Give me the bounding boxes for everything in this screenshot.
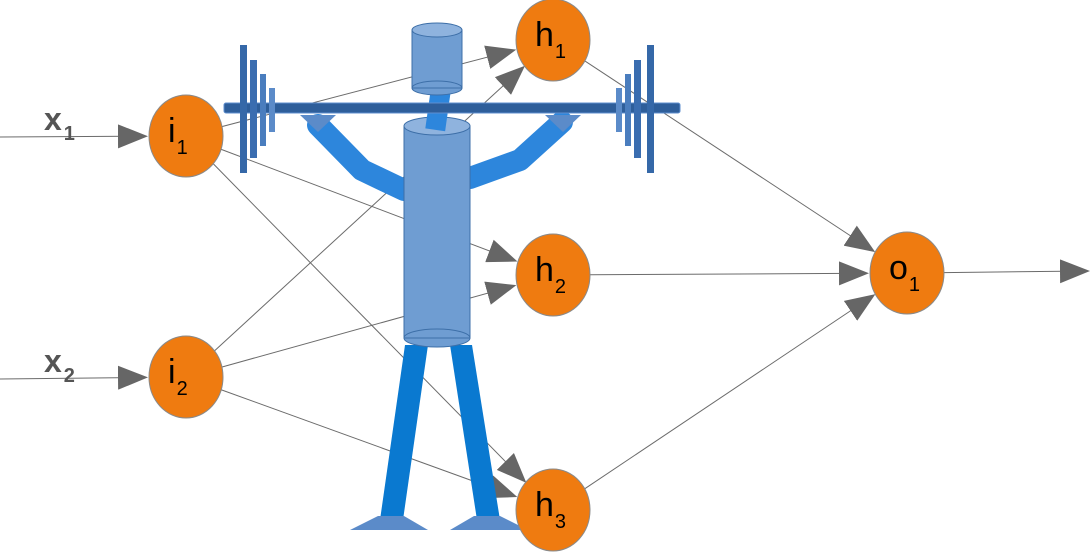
node-i2: i2 [148,335,224,419]
node-circle [869,231,945,315]
left-arm [307,114,415,201]
edge-x2-i2 [0,365,149,390]
barbell-plate [269,88,275,132]
barbell-plate [250,60,257,158]
node-h2: h2 [515,233,591,317]
right-hand [545,115,581,132]
node-label-h3: h3 [535,486,566,533]
node-label-i2: i2 [168,353,188,400]
node-circle [515,233,591,317]
weightlifter-figure [223,22,681,530]
left-leg [380,345,428,520]
edge-i2-h3 [220,389,518,499]
barbell [223,45,681,173]
barbell-plate [240,45,247,173]
node-circle [515,468,591,552]
node-h1: h1 [515,0,591,82]
node-label-h2: h2 [535,251,566,298]
edge-h3-o1 [583,294,876,490]
node-label-h1: h1 [535,16,566,63]
left-hand [300,115,336,132]
edge-h2-o1 [589,261,870,286]
edge-o1-output [943,259,1090,284]
barbell-bar [223,102,681,114]
node-h3: h3 [515,468,591,552]
barbell-plate [616,88,622,132]
node-circle [148,94,224,178]
node-circle [148,335,224,419]
barbell-plate [260,74,266,146]
node-circle [515,0,591,82]
nodes-layer: i1 i2 h1 h2 h3 o1 [148,0,945,552]
torso [403,116,471,348]
right-arm [459,111,573,189]
right-leg [450,345,500,520]
node-i1: i1 [148,94,224,178]
barbell-plate [647,45,654,173]
edge-i2-h1 [212,65,526,353]
node-label-o1: o1 [889,249,920,296]
left-foot [350,516,428,530]
right-foot [450,516,528,530]
head [411,22,463,96]
node-label-i1: i1 [168,112,188,159]
barbell-plate [625,74,631,146]
edge-x1-i1 [0,124,149,149]
edge-h1-o1 [583,59,876,253]
node-o1: o1 [869,231,945,315]
barbell-plate [634,60,641,158]
